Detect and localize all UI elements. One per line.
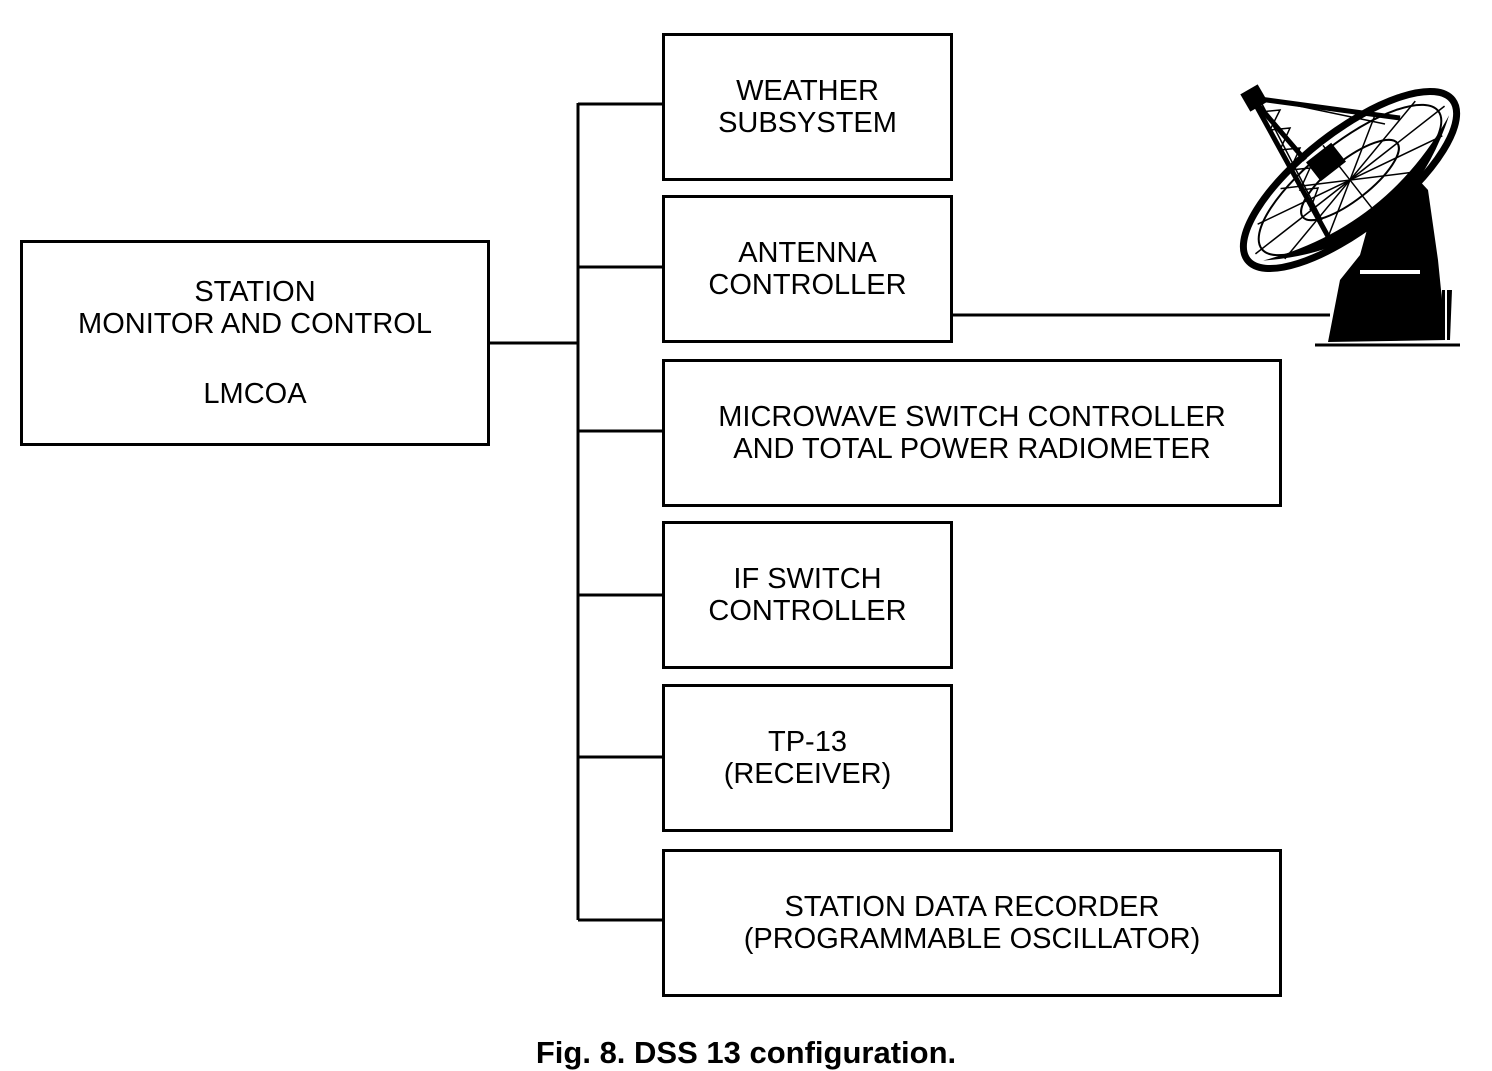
weather-subsystem-box: WEATHER SUBSYSTEM — [662, 33, 953, 181]
weather-line1: WEATHER — [736, 75, 879, 107]
if-switch-controller-box: IF SWITCH CONTROLLER — [662, 521, 953, 669]
tp13-line2: (RECEIVER) — [723, 758, 892, 790]
recorder-line2: (PROGRAMMABLE OSCILLATOR) — [743, 923, 1201, 955]
antenna-controller-box: ANTENNA CONTROLLER — [662, 195, 953, 343]
station-monitor-box: STATION MONITOR AND CONTROL LMCOA — [20, 240, 490, 446]
tp13-receiver-box: TP-13 (RECEIVER) — [662, 684, 953, 832]
station-monitor-lmcoa: LMCOA — [203, 378, 307, 410]
if-switch-line1: IF SWITCH — [733, 563, 882, 595]
recorder-line1: STATION DATA RECORDER — [784, 891, 1160, 923]
if-switch-line2: CONTROLLER — [708, 595, 907, 627]
tp13-line1: TP-13 — [768, 726, 847, 758]
station-monitor-line1: STATION — [194, 276, 316, 308]
antenna-line2: CONTROLLER — [708, 269, 907, 301]
microwave-switch-box: MICROWAVE SWITCH CONTROLLER AND TOTAL PO… — [662, 359, 1282, 507]
figure-caption: Fig. 8. DSS 13 configuration. — [535, 1035, 957, 1070]
antenna-line1: ANTENNA — [738, 237, 877, 269]
radio-antenna-dish-icon — [1239, 84, 1461, 347]
microwave-line1: MICROWAVE SWITCH CONTROLLER — [718, 401, 1226, 433]
weather-line2: SUBSYSTEM — [718, 107, 897, 139]
station-monitor-line2: MONITOR AND CONTROL — [78, 308, 432, 340]
microwave-line2: AND TOTAL POWER RADIOMETER — [733, 433, 1211, 465]
station-data-recorder-box: STATION DATA RECORDER (PROGRAMMABLE OSCI… — [662, 849, 1282, 997]
